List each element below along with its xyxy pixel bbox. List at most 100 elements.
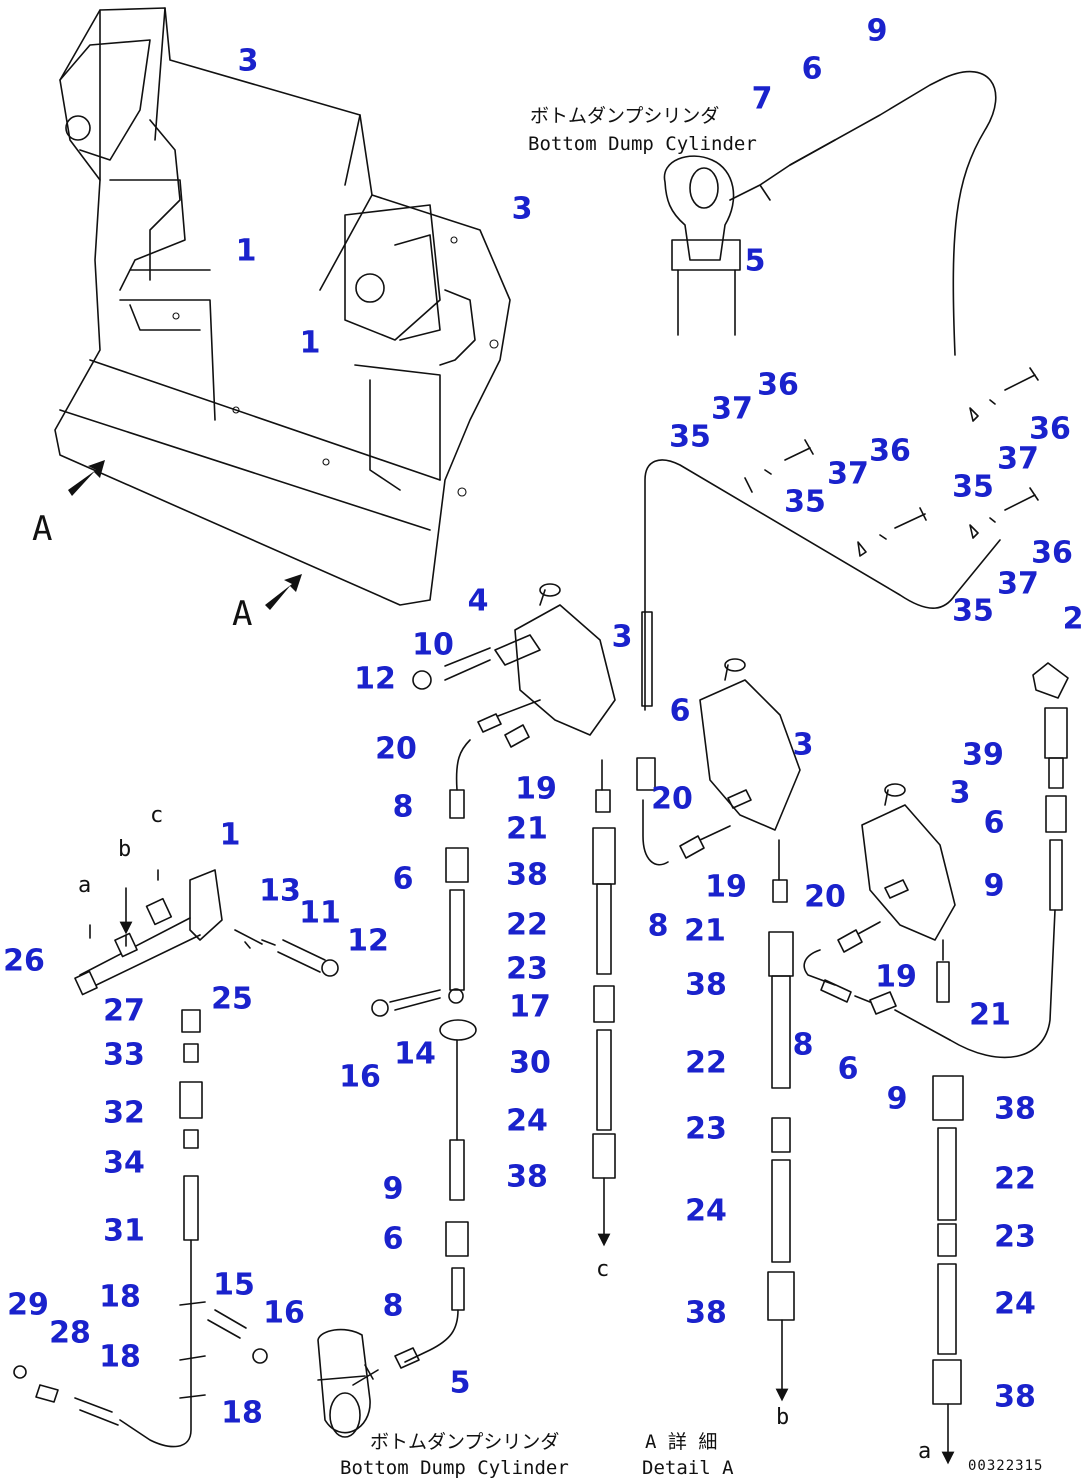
part-callout-8: 8 [648,909,669,944]
part-callout-20: 20 [804,880,846,915]
end-b-label: b [776,1405,789,1430]
part-callout-12: 12 [347,924,389,959]
part-callout-22: 22 [685,1046,727,1081]
part-callout-8: 8 [793,1028,814,1063]
part-callout-21: 21 [684,914,726,949]
part-callout-26: 26 [3,944,45,979]
part-callout-6: 6 [383,1222,404,1257]
part-callout-37: 37 [711,392,753,427]
part-callout-35: 35 [952,594,994,629]
part-callout-23: 23 [506,952,548,987]
detail-a-en-label: Detail A [642,1457,734,1479]
port-c-label: c [150,803,163,828]
part-callout-23: 23 [994,1220,1036,1255]
part-callout-36: 36 [869,434,911,469]
part-callout-14: 14 [394,1037,436,1072]
part-callout-3: 3 [612,620,633,655]
part-callout-38: 38 [685,968,727,1003]
detail-a-assembly [13,869,339,1448]
part-callout-9: 9 [887,1082,908,1117]
top-dump-cylinder-drawing [663,70,997,356]
part-callout-38: 38 [506,858,548,893]
far-right-piping [1032,662,1069,911]
part-callout-21: 21 [969,998,1011,1033]
bottom-cylinder-en-label: Bottom Dump Cylinder [340,1457,569,1479]
part-callout-3: 3 [793,728,814,763]
part-callout-18: 18 [99,1340,141,1375]
long-pipe-route [641,459,1001,711]
drawing-code: 00322315 [968,1458,1043,1474]
part-callout-19: 19 [705,870,747,905]
part-callout-21: 21 [506,812,548,847]
part-callout-7: 7 [752,82,773,117]
part-callout-25: 25 [211,982,253,1017]
part-callout-23: 23 [685,1112,727,1147]
part-callout-33: 33 [103,1038,145,1073]
bolt-sets [744,367,1039,557]
part-callout-18: 18 [221,1396,263,1431]
part-callout-9: 9 [984,869,1005,904]
part-callout-36: 36 [1031,536,1073,571]
part-callout-31: 31 [103,1214,145,1249]
part-callout-8: 8 [393,790,414,825]
part-callout-8: 8 [383,1289,404,1324]
part-callout-1: 1 [236,234,257,269]
part-callout-3: 3 [238,44,259,79]
part-callout-3: 3 [950,776,971,811]
part-callout-35: 35 [784,485,826,520]
part-callout-38: 38 [994,1092,1036,1127]
part-callout-38: 38 [685,1296,727,1331]
part-callout-37: 37 [827,457,869,492]
part-callout-30: 30 [509,1046,551,1081]
part-callout-6: 6 [670,694,691,729]
part-callout-17: 17 [509,990,551,1025]
part-callout-36: 36 [1029,412,1071,447]
end-c-label: c [596,1257,609,1282]
part-callout-24: 24 [506,1104,548,1139]
part-callout-39: 39 [962,738,1004,773]
part-callout-1: 1 [300,326,321,361]
part-callout-20: 20 [375,732,417,767]
part-callout-13: 13 [259,874,301,909]
part-callout-19: 19 [875,960,917,995]
part-callout-6: 6 [838,1052,859,1087]
part-callout-38: 38 [506,1160,548,1195]
part-callout-32: 32 [103,1096,145,1131]
part-callout-38: 38 [994,1380,1036,1415]
part-callout-29: 29 [7,1288,49,1323]
part-callout-16: 16 [339,1060,381,1095]
part-callout-6: 6 [984,806,1005,841]
column-c-piping [592,759,616,1247]
part-callout-18: 18 [99,1280,141,1315]
part-callout-27: 27 [103,994,145,1029]
part-callout-11: 11 [299,896,341,931]
part-callout-2: 2 [1063,602,1084,637]
bottom-dump-cylinder-drawing [317,1328,371,1438]
part-callout-5: 5 [745,244,766,279]
port-b-label: b [118,837,131,862]
part-callout-16: 16 [263,1296,305,1331]
part-callout-9: 9 [383,1172,404,1207]
part-callout-4: 4 [468,584,489,619]
part-callout-24: 24 [685,1194,727,1229]
part-callout-35: 35 [669,420,711,455]
valve-block-left [412,583,616,791]
bottom-cylinder-jp-label: ボトムダンプシリンダ [370,1431,559,1453]
valve-block-right [803,783,1056,1465]
part-callout-22: 22 [506,908,548,943]
view-a-label-2: A [232,594,252,634]
part-callout-6: 6 [393,862,414,897]
part-callout-15: 15 [213,1268,255,1303]
port-a-label: a [78,873,91,898]
part-callout-3: 3 [512,192,533,227]
part-callout-37: 37 [997,567,1039,602]
left-column-piping [352,789,477,1386]
view-arrows [68,460,302,610]
end-a-label: a [918,1439,931,1464]
view-a-label-1: A [32,509,52,549]
part-callout-10: 10 [412,628,454,663]
part-callout-19: 19 [515,772,557,807]
bowl-body-drawing [54,7,511,606]
part-callout-6: 6 [802,52,823,87]
